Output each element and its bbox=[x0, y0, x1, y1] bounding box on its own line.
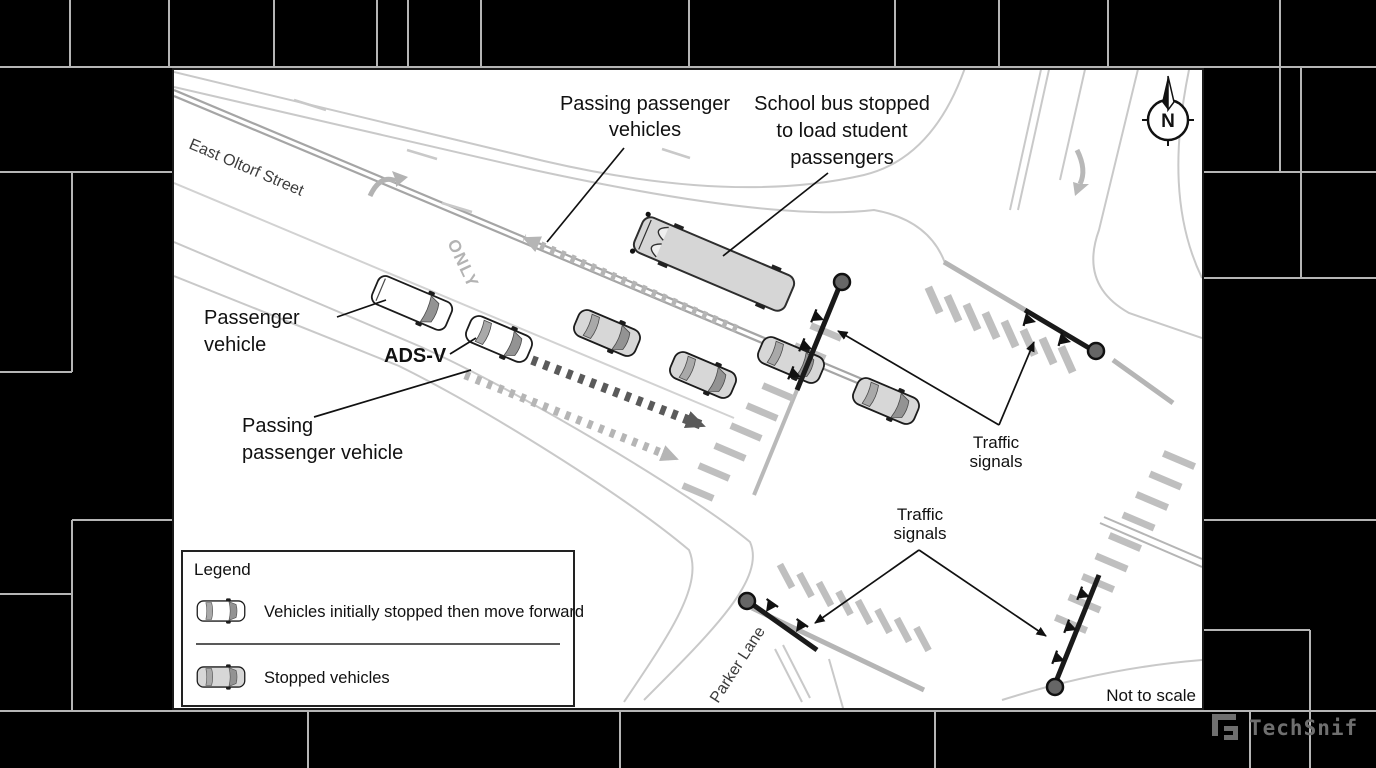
signal-label-arrows bbox=[814, 330, 1047, 637]
street-name-cross: Parker Lane bbox=[707, 624, 769, 706]
legend-box: Legend Vehicles initially stopped then m… bbox=[181, 550, 584, 707]
leader-passenger-vehicle bbox=[336, 299, 387, 318]
label-adsv: ADS-V bbox=[384, 345, 447, 367]
legend-item-stopped: Stopped vehicles bbox=[264, 669, 390, 687]
watermark-brand: TechSnif bbox=[1249, 716, 1359, 740]
label-passing-vehicle-2: passenger vehicle bbox=[242, 442, 403, 464]
legend-item-moving: Vehicles initially stopped then move for… bbox=[264, 603, 584, 621]
signal-pole-se bbox=[1045, 574, 1102, 697]
label-passenger-vehicle: Passenger bbox=[204, 307, 300, 329]
traffic-signal-poles bbox=[737, 272, 1106, 697]
techsnif-logo-icon bbox=[1212, 714, 1238, 740]
label-passing-vehicles: Passing passenger bbox=[560, 93, 730, 115]
signal-pole-nw bbox=[787, 272, 852, 391]
signal-pole-sw bbox=[737, 591, 819, 653]
label-passing-vehicle: Passing bbox=[242, 415, 313, 437]
crosswalk-stripes bbox=[681, 285, 1197, 653]
compass: N bbox=[1142, 75, 1194, 146]
adsv-passing-arrow bbox=[530, 355, 706, 431]
stopped-vehicle-4 bbox=[847, 371, 925, 431]
label-passenger-vehicle-2: vehicle bbox=[204, 334, 266, 356]
legend-moving-car-icon bbox=[196, 597, 246, 625]
legend-title: Legend bbox=[194, 560, 251, 579]
label-traffic-signals-lower-2: signals bbox=[894, 524, 947, 543]
label-traffic-signals-lower: Traffic bbox=[897, 505, 944, 524]
leader-lines bbox=[313, 147, 829, 418]
label-traffic-signals-upper-2: signals bbox=[970, 452, 1023, 471]
label-passing-vehicles-2: vehicles bbox=[609, 119, 681, 141]
label-school-bus: School bus stopped bbox=[754, 93, 930, 115]
only-road-marking: ONLY bbox=[443, 236, 482, 291]
compass-needle-icon bbox=[1162, 76, 1168, 110]
leader-passing-vehicles bbox=[546, 147, 625, 243]
leader-school-bus bbox=[722, 172, 829, 257]
street-name-main: East Oltorf Street bbox=[186, 136, 306, 200]
legend-stopped-car-icon bbox=[196, 663, 246, 691]
road-edges bbox=[174, 70, 1202, 708]
lane-dashes bbox=[293, 98, 691, 214]
stopped-vehicle-2 bbox=[664, 345, 742, 405]
school-bus bbox=[628, 209, 800, 318]
compass-north-letter: N bbox=[1161, 111, 1175, 132]
leader-adsv bbox=[449, 337, 477, 355]
pavement-arrow-parker bbox=[1073, 148, 1089, 196]
label-traffic-signals-upper: Traffic bbox=[973, 433, 1020, 452]
label-school-bus-2: to load student bbox=[776, 120, 908, 142]
passing-path-arrows bbox=[463, 234, 739, 463]
passenger-vehicle bbox=[367, 269, 457, 337]
leader-passing-vehicle bbox=[313, 369, 472, 418]
label-school-bus-3: passengers bbox=[790, 147, 893, 169]
eastbound-passing-arrow bbox=[463, 371, 679, 463]
watermark: TechSnif bbox=[1212, 712, 1358, 744]
diagram-panel: East Oltorf Street Parker Lane ONLY bbox=[172, 68, 1204, 710]
pavement-arrow-main bbox=[367, 171, 408, 198]
signal-pole-ne bbox=[1022, 307, 1106, 361]
not-to-scale-note: Not to scale bbox=[1106, 686, 1196, 705]
